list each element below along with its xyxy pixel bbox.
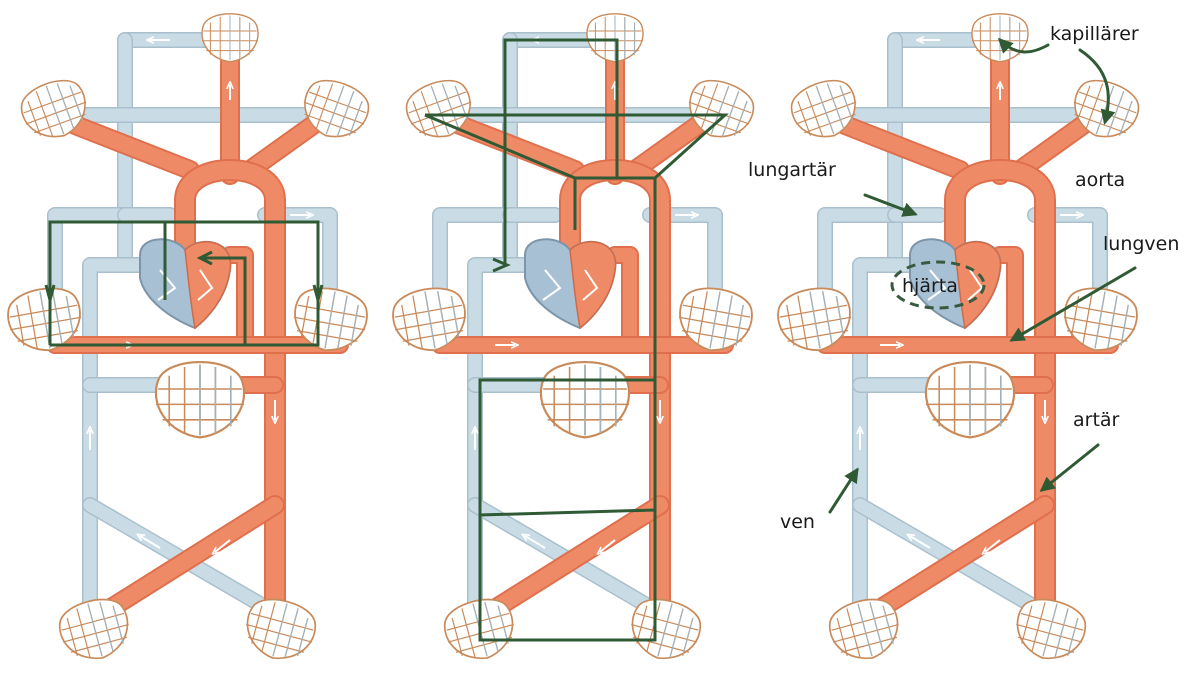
panel-pulmonary-circuit [4, 14, 374, 667]
label-ven: ven [780, 511, 815, 533]
label-lungartar: lungartär [748, 159, 836, 181]
label-aorta: aorta [1075, 169, 1125, 191]
pulmonary-pathway [48, 220, 320, 347]
heart-highlight [890, 260, 986, 310]
systemic-pathway [424, 38, 729, 642]
label-artar: artär [1073, 409, 1120, 431]
label-lungven: lungven [1103, 233, 1179, 255]
labels-layer: kapillärer aorta lungartär hjärta lungve… [748, 23, 1179, 533]
label-kapillarer: kapillärer [1050, 23, 1139, 45]
label-hjarta: hjärta [902, 275, 958, 297]
panel-systemic-circuit [389, 14, 759, 667]
panel-labeled [774, 14, 1144, 667]
